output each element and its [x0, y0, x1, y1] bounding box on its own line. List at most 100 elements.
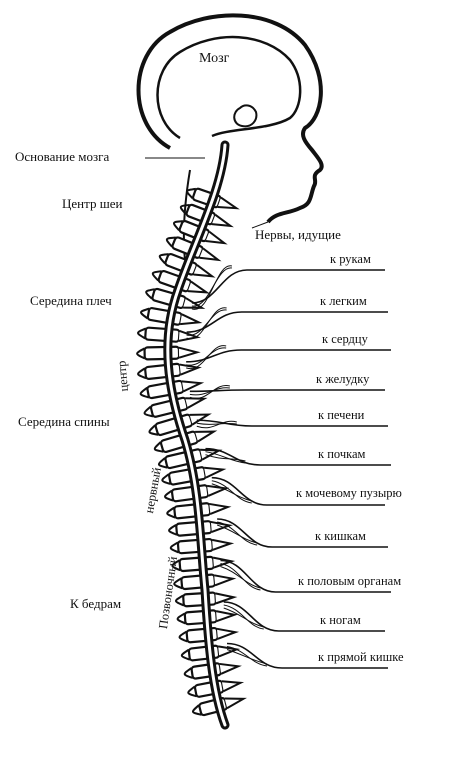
vertebra — [186, 187, 240, 210]
nerve-fiber — [191, 265, 233, 310]
vertebra-front — [137, 327, 147, 340]
nerve-fiber — [220, 563, 261, 591]
nerve-label-genitals: к половым органам — [298, 574, 402, 588]
vertebra-front — [165, 236, 176, 248]
vertebra-process — [211, 213, 234, 228]
vertebra — [180, 644, 241, 662]
vertebra-process — [178, 329, 201, 342]
nerve-branch — [220, 559, 391, 593]
vertebra-front — [171, 559, 181, 572]
vertebra-process — [195, 430, 218, 443]
nerve-branch — [217, 518, 388, 548]
label-to-hips: К бедрам — [70, 596, 122, 611]
vertebra-process — [189, 413, 212, 426]
brain-inner-outline — [156, 35, 302, 140]
vertebra-process — [216, 627, 240, 640]
vertebra-front — [140, 307, 150, 320]
nerve-fiber — [205, 454, 246, 462]
vertebra-front — [191, 704, 202, 716]
vertebra-front — [174, 594, 185, 607]
nerve-branch — [205, 447, 391, 466]
vertebra-process — [206, 484, 230, 497]
vertebra-body — [175, 520, 213, 537]
nerve-label-heart: к сердцу — [322, 332, 368, 346]
vertebra-front — [179, 203, 190, 215]
nerve-label-kidneys: к почкам — [318, 447, 366, 461]
vertebra-body — [178, 555, 215, 573]
nerve-fiber — [223, 604, 264, 630]
skull-outline — [136, 13, 324, 224]
vertebra-process — [180, 313, 203, 326]
nerve-fiber — [217, 521, 258, 546]
nerve-fiber — [211, 483, 252, 502]
vertebra-body — [182, 591, 217, 608]
label-brain: Мозг — [199, 51, 230, 66]
vertebra-process — [210, 520, 234, 533]
nerve-fiber — [189, 385, 230, 399]
nerve-label-bladder: к мочевому пузырю — [296, 486, 402, 500]
vertebra-front — [180, 648, 191, 661]
nerve-fiber — [196, 420, 237, 429]
vertebra-process — [181, 380, 205, 393]
vertebra-front — [178, 630, 188, 643]
vertebra-body — [143, 345, 181, 361]
label-neck-center: Центр шеи — [62, 196, 123, 211]
nerve-label-liver: к печени — [318, 408, 365, 422]
vertebra-process — [215, 610, 239, 623]
vertebra-process — [224, 697, 247, 710]
vertebra-process — [199, 247, 222, 262]
nerve-branch — [186, 349, 391, 363]
vertebra-process — [211, 538, 235, 551]
vertebra-process — [204, 466, 227, 479]
vertebra-body — [144, 326, 181, 343]
nerve-label-legs: к ногам — [320, 613, 361, 627]
nerve-label-stomach: к желудку — [316, 372, 370, 386]
nerve-fiber — [226, 649, 268, 665]
vertebra-body — [173, 502, 212, 520]
nerve-fiber — [211, 480, 252, 504]
vertebra-front — [151, 270, 162, 282]
nerve-fiber — [226, 646, 268, 667]
vertebra-front — [145, 288, 155, 300]
vertebra-front — [187, 685, 197, 698]
vertebra-front — [166, 506, 176, 519]
vertebra-process — [212, 556, 236, 569]
vertebra-front — [168, 524, 178, 536]
nerve-lines-group — [186, 265, 391, 669]
nerve-fiber — [205, 451, 246, 464]
nerve-branch — [227, 642, 388, 669]
vertebra-body — [176, 537, 214, 555]
vertebra-body — [183, 609, 218, 626]
vertebra-body — [168, 466, 207, 486]
vertebra-front — [139, 386, 150, 399]
vertebra-front — [186, 187, 197, 200]
vertebra-process — [214, 574, 237, 587]
pointer-nerves-going — [251, 221, 269, 229]
nerve-branch — [189, 389, 385, 393]
vertebra-front — [173, 220, 183, 232]
nerve-label-intestines: к кишкам — [315, 529, 366, 543]
nerve-fiber — [220, 566, 261, 589]
vertebra — [183, 662, 242, 680]
vertebra-process — [221, 680, 245, 693]
vertebra-front — [173, 577, 183, 590]
nerve-fiber — [223, 607, 264, 628]
label-brain-base: Основание мозга — [15, 149, 110, 164]
vertebra-process — [183, 297, 206, 309]
label-shoulder-mid: Середина плеч — [30, 293, 112, 308]
vertebra-front — [161, 473, 171, 485]
vertebra-front — [183, 667, 194, 679]
vertebra-front — [137, 367, 147, 380]
vertebra-front — [158, 253, 169, 265]
vertebra-front — [157, 457, 168, 469]
vertebra-process — [179, 363, 202, 376]
vertebra-body — [146, 307, 183, 326]
vertebra-front — [148, 424, 159, 436]
jaw-outline — [233, 104, 258, 128]
vertebra-body — [144, 362, 182, 380]
vertebra-front — [136, 347, 146, 360]
nerve-branch — [223, 601, 385, 632]
nerve-fiber — [189, 387, 230, 396]
